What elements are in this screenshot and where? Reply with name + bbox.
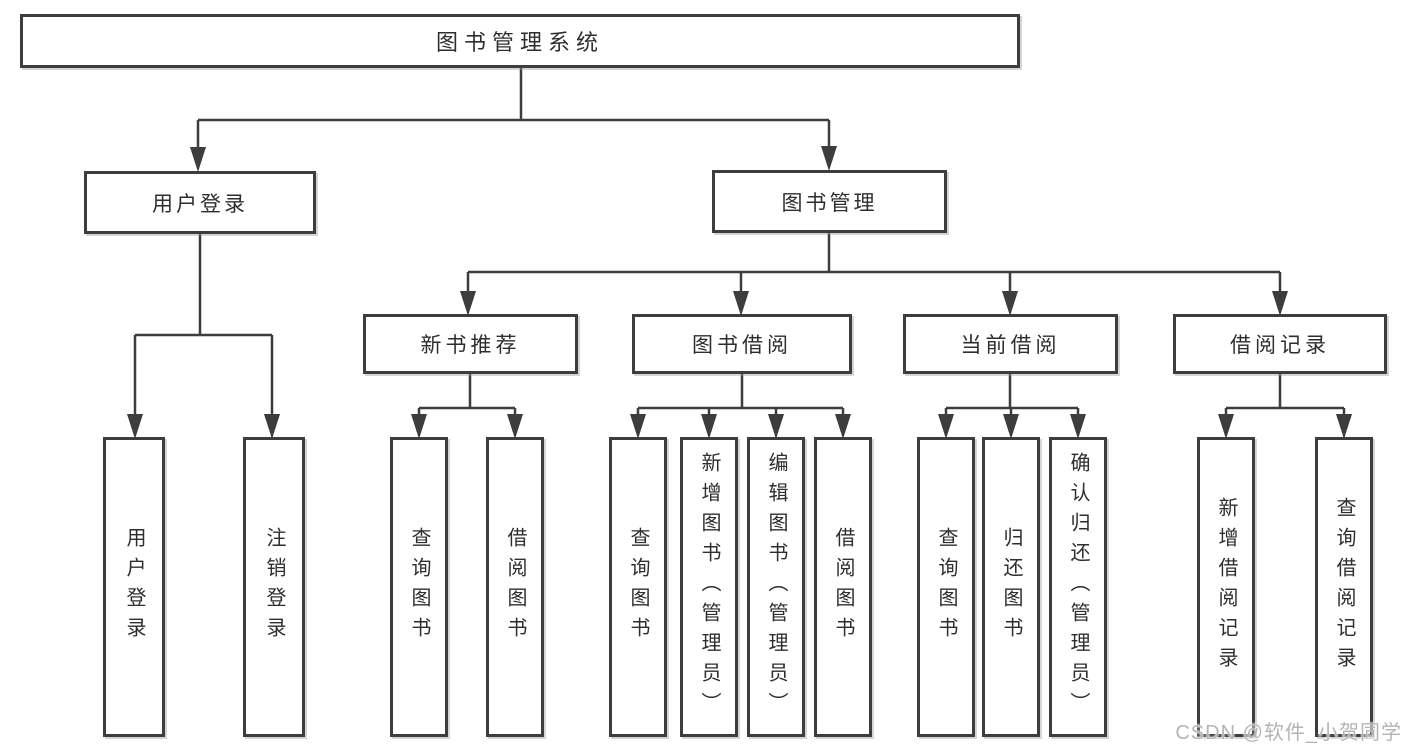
leaf-borrow-query-book: 查询图书 [609,437,667,737]
leaf-user-login: 用户登录 [103,437,165,737]
connector-borrow-records-branch [1224,374,1346,415]
leaf-current-query-book: 查询图书 [917,437,975,737]
connector-root-to-level2 [196,68,831,148]
node-new-book-recommend: 新书推荐 [363,314,578,374]
node-book-management: 图书管理 [712,170,947,233]
node-root-library-system: 图书管理系统 [20,14,1020,68]
leaf-borrow-borrow-book: 借阅图书 [814,437,872,737]
connector-new-book-branch [417,374,517,415]
csdn-watermark: CSDN @软件_小贺同学 [1175,722,1402,744]
node-borrow-records: 借阅记录 [1173,314,1387,374]
node-current-borrow: 当前借阅 [903,314,1118,374]
leaf-records-query-record: 查询借阅记录 [1315,437,1373,737]
leaf-current-confirm-return-admin: 确认归还（管理员） [1049,437,1107,737]
leaf-records-add-record: 新增借阅记录 [1197,437,1255,737]
leaf-borrow-edit-book-admin: 编辑图书（管理员） [747,437,805,737]
leaf-current-return-book: 归还图书 [982,437,1040,737]
connector-current-borrow-branch [944,374,1080,415]
leaf-logout-login: 注销登录 [243,437,305,737]
node-book-borrow: 图书借阅 [632,314,852,374]
leaf-recommend-query-book: 查询图书 [390,437,448,737]
connector-book-mgmt-to-level3 [466,233,1282,293]
connector-user-login-branch [133,234,274,415]
leaf-recommend-borrow-book: 借阅图书 [486,437,544,737]
connector-book-borrow-branch [636,374,845,415]
leaf-borrow-add-book-admin: 新增图书（管理员） [680,437,738,737]
node-user-login: 用户登录 [84,171,316,234]
